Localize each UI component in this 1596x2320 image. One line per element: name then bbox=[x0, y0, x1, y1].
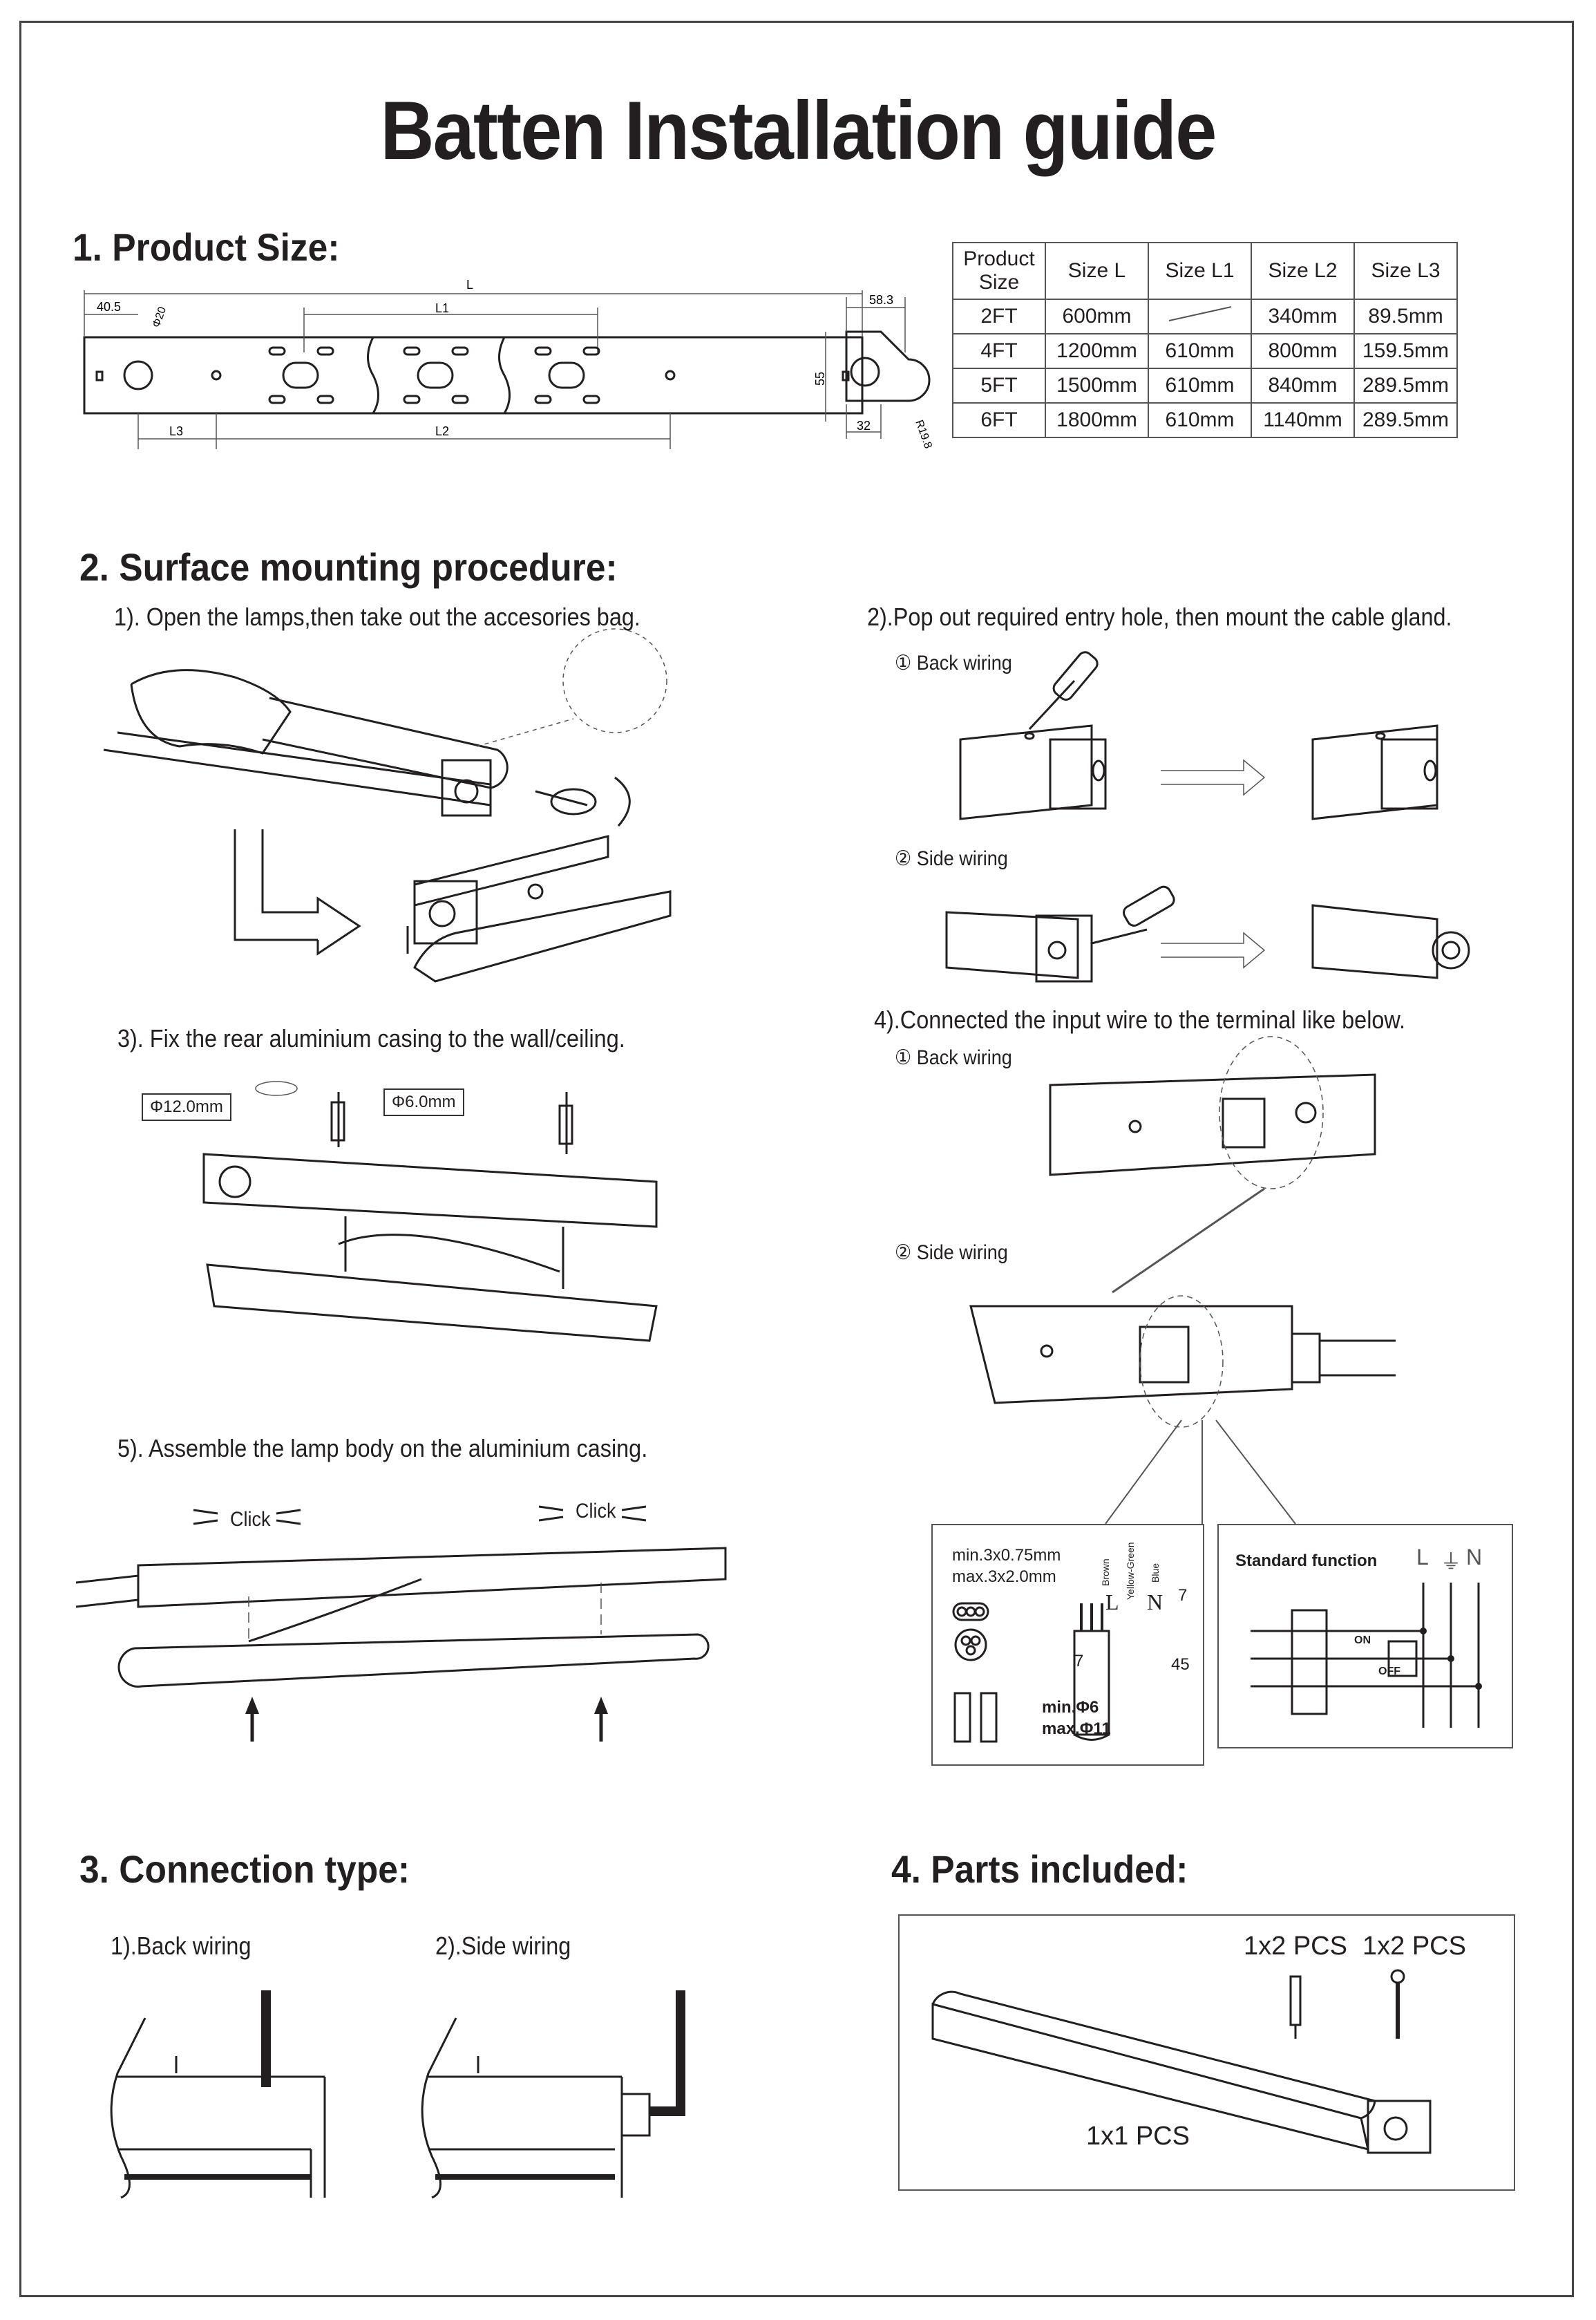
click-label-right: Click bbox=[576, 1500, 616, 1522]
page-title: Batten Installation guide bbox=[380, 84, 1217, 177]
col-size-l2: Size L2 bbox=[1251, 242, 1355, 300]
strip-length-45-label: 45 bbox=[1171, 1655, 1190, 1674]
parts-qty-anchors: 1x2 PCS bbox=[1244, 1932, 1347, 1961]
switch-on-label: ON bbox=[1354, 1634, 1371, 1646]
step-4-side-wiring-illustration bbox=[969, 1295, 1396, 1428]
size-table-header: Product Size Size L Size L1 Size L2 Size… bbox=[952, 242, 1458, 300]
parts-illustration bbox=[931, 1969, 1432, 2154]
dim-L: L bbox=[466, 278, 473, 292]
step-1-illustration bbox=[103, 628, 672, 983]
step-5-text: 5). Assemble the lamp body on the alumin… bbox=[117, 1434, 648, 1462]
standard-function-box bbox=[1217, 1524, 1513, 1748]
section-product-size: 1. Product Size: bbox=[73, 225, 340, 269]
strip-length-right-label: 7 bbox=[1178, 1586, 1188, 1605]
table-cell: 800mm bbox=[1251, 333, 1355, 369]
back-wiring-illustration bbox=[110, 1990, 326, 2199]
table-cell: 4FT bbox=[952, 333, 1046, 369]
dim-55: 55 bbox=[813, 372, 827, 386]
neutral-label: N bbox=[1147, 1590, 1163, 1614]
col-size-l: Size L bbox=[1045, 242, 1149, 300]
step-2-side-wiring-illustration bbox=[945, 885, 1470, 983]
table-cell: 600mm bbox=[1045, 299, 1149, 334]
max-cable-label: max.3x2.0mm bbox=[952, 1567, 1056, 1586]
table-cell: 610mm bbox=[1148, 368, 1252, 404]
standard-function-label: Standard function bbox=[1235, 1552, 1378, 1570]
table-cell: 289.5mm bbox=[1353, 402, 1458, 438]
brown-label: Brown bbox=[1100, 1558, 1111, 1586]
col-size-l3: Size L3 bbox=[1353, 242, 1458, 300]
table-cell: 159.5mm bbox=[1353, 333, 1458, 369]
step-5-illustration bbox=[75, 1505, 727, 1742]
callout-lines bbox=[1105, 1187, 1296, 1525]
section-connection-type: 3. Connection type: bbox=[79, 1847, 410, 1891]
wire-l-label: L bbox=[1416, 1545, 1429, 1569]
table-cell-slash bbox=[1148, 299, 1252, 334]
dim-58-3: 58.3 bbox=[869, 293, 893, 307]
step-4-back-wiring-label: ① Back wiring bbox=[895, 1046, 1012, 1069]
table-cell: 610mm bbox=[1148, 333, 1252, 369]
table-row: 5FT 1500mm 610mm 840mm 289.5mm bbox=[952, 368, 1458, 404]
dim-L2: L2 bbox=[435, 424, 449, 438]
dim-L3: L3 bbox=[169, 424, 183, 438]
table-cell: 89.5mm bbox=[1353, 299, 1458, 334]
connection-back-wiring-label: 1).Back wiring bbox=[111, 1932, 251, 1960]
dim-L1: L1 bbox=[435, 301, 449, 315]
standard-function-diagram bbox=[1251, 1583, 1482, 1728]
step-1-text: 1). Open the lamps,then take out the acc… bbox=[114, 603, 640, 631]
step-2-back-wiring-label: ① Back wiring bbox=[895, 652, 1012, 675]
step-4-back-wiring-illustration bbox=[1049, 1036, 1376, 1189]
parts-box bbox=[898, 1914, 1515, 2191]
step-4-side-wiring-label: ② Side wiring bbox=[895, 1241, 1008, 1264]
step-2-text: 2).Pop out required entry hole, then mou… bbox=[867, 603, 1452, 631]
hole-diameter-12-label: Φ12.0mm bbox=[142, 1093, 231, 1121]
min-diameter-label: min.Φ6 bbox=[1042, 1698, 1099, 1717]
end-cap-drawing: 58.3 55 32 R19.8 bbox=[813, 293, 934, 451]
dim-r19-8: R19.8 bbox=[913, 419, 934, 451]
table-row: 6FT 1800mm 610mm 1140mm 289.5mm bbox=[952, 402, 1458, 438]
size-table: Product Size Size L Size L1 Size L2 Size… bbox=[952, 242, 1458, 438]
live-label: L bbox=[1105, 1590, 1119, 1614]
connection-side-wiring-label: 2).Side wiring bbox=[435, 1932, 571, 1960]
parts-qty-screws: 1x2 PCS bbox=[1362, 1932, 1466, 1961]
step-3-text: 3). Fix the rear aluminium casing to the… bbox=[117, 1024, 625, 1053]
side-wiring-illustration bbox=[421, 1990, 685, 2199]
table-cell: 1500mm bbox=[1045, 368, 1149, 404]
table-cell: 2FT bbox=[952, 299, 1046, 334]
min-cable-label: min.3x0.75mm bbox=[952, 1546, 1061, 1565]
blue-label: Blue bbox=[1150, 1563, 1161, 1583]
wire-n-label: N bbox=[1466, 1545, 1483, 1569]
table-cell: 340mm bbox=[1251, 299, 1355, 334]
table-cell: 6FT bbox=[952, 402, 1046, 438]
step-4-text: 4).Connected the input wire to the termi… bbox=[874, 1006, 1406, 1034]
product-size-drawing: L 40.5 Φ20 L1 L3 L2 bbox=[83, 278, 864, 449]
step-3-illustration bbox=[202, 1081, 658, 1342]
cable-spec-box bbox=[931, 1524, 1204, 1766]
table-cell: 1800mm bbox=[1045, 402, 1149, 438]
step-2-back-wiring-illustration bbox=[959, 651, 1438, 820]
section-surface-mounting: 2. Surface mounting procedure: bbox=[79, 545, 618, 589]
dim-phi20: Φ20 bbox=[151, 305, 169, 330]
col-size-l1: Size L1 bbox=[1148, 242, 1252, 300]
table-cell: 840mm bbox=[1251, 368, 1355, 404]
step-2-side-wiring-label: ② Side wiring bbox=[895, 847, 1008, 870]
hole-diameter-6-label: Φ6.0mm bbox=[383, 1088, 464, 1116]
table-cell: 1200mm bbox=[1045, 333, 1149, 369]
dim-32: 32 bbox=[857, 419, 871, 433]
earth-symbol: ⏚ bbox=[1441, 1551, 1461, 1574]
page-border bbox=[19, 21, 1574, 2297]
strip-length-left-label: 7 bbox=[1074, 1652, 1084, 1670]
parts-qty-lamp: 1x1 PCS bbox=[1086, 2122, 1190, 2151]
col-product-size: Product Size bbox=[952, 242, 1046, 300]
table-row: 2FT 600mm 340mm 89.5mm bbox=[952, 299, 1458, 334]
section-parts-included: 4. Parts included: bbox=[891, 1847, 1188, 1891]
table-cell: 610mm bbox=[1148, 402, 1252, 438]
table-row: 4FT 1200mm 610mm 800mm 159.5mm bbox=[952, 333, 1458, 369]
cable-spec-illustration bbox=[952, 1602, 1110, 1743]
dim-40-5: 40.5 bbox=[97, 300, 121, 314]
table-cell: 1140mm bbox=[1251, 402, 1355, 438]
table-cell: 289.5mm bbox=[1353, 368, 1458, 404]
table-cell: 5FT bbox=[952, 368, 1046, 404]
click-label-left: Click bbox=[230, 1508, 271, 1531]
